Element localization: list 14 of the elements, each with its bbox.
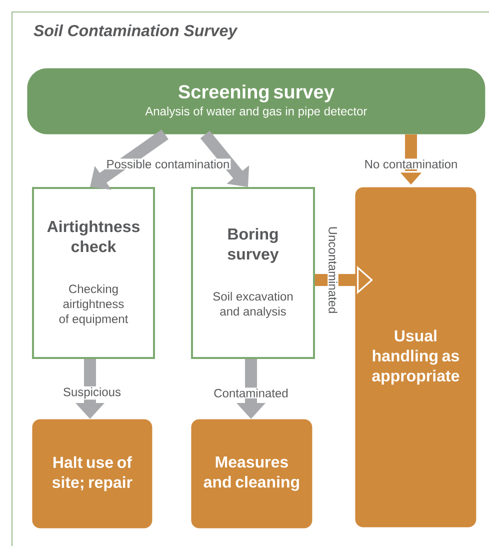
edge-label: Contaminated <box>212 388 290 398</box>
outcome-box: Halt use of site; repair <box>32 419 152 528</box>
edge-label: Uncontaminated <box>328 225 338 315</box>
title: Soil Contamination Survey <box>34 24 238 40</box>
outcome-box: Usual handling as appropriate <box>355 187 476 528</box>
screening-banner: Screening survey Analysis of water and gas in pipe detector <box>27 68 486 134</box>
edge-label: Possible contamination <box>105 158 231 170</box>
outcome-box: Measures and cleaning <box>191 419 312 528</box>
process-box: Airtightness check Checking airtightness of equipment <box>32 187 155 359</box>
arrow <box>90 129 168 190</box>
edge-label: No contamination <box>363 158 459 170</box>
process-box: Boring survey Soil excavation and analysis <box>191 187 315 359</box>
arrow <box>200 130 250 187</box>
edge-label: Suspicious <box>62 386 122 400</box>
